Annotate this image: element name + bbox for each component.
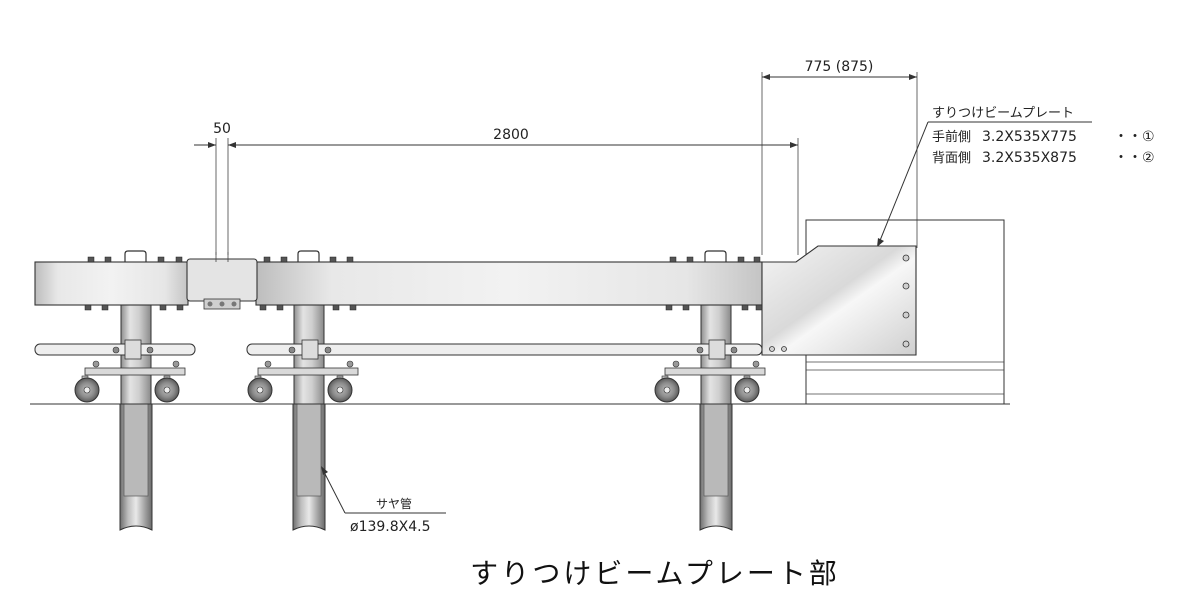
drawing-title: すりつけビームプレート部 <box>470 557 840 590</box>
dimension-gap-text: 50 <box>213 121 231 137</box>
dimension-top-width: 775 (875) <box>761 59 918 255</box>
dimension-span: 2800 <box>228 127 799 255</box>
beam-top-bolts <box>87 256 761 263</box>
sleeve-pipe-1 <box>119 403 153 531</box>
lower-rail-main <box>246 343 763 356</box>
plate-bolt <box>769 346 775 352</box>
plate-note-title: すりつけビームプレート <box>932 106 1074 121</box>
plate-note-back-ref: ・・② <box>1114 150 1155 166</box>
main-beam-left <box>34 261 189 306</box>
sleeve-pipe-3 <box>699 403 733 531</box>
pipe-note-label: サヤ管 <box>376 496 412 511</box>
plate-note-front-label: 手前側 <box>932 129 971 145</box>
dimension-top-width-text: 775 (875) <box>805 59 874 75</box>
transition-beam-plate <box>761 245 917 356</box>
dimension-span-text: 2800 <box>493 127 529 143</box>
caster-set-3 <box>654 360 766 403</box>
plate-bolt <box>902 311 910 319</box>
pipe-note: サヤ管 ø139.8X4.5 <box>321 466 446 535</box>
plate-bolt <box>902 340 910 348</box>
beam-bottom-bolts <box>84 304 763 311</box>
rail-clamps <box>112 339 738 360</box>
plate-bolt <box>781 346 787 352</box>
plate-note-front-spec: 3.2X535X775 <box>982 129 1077 145</box>
caster-set-1 <box>74 360 186 403</box>
main-beam-right <box>255 261 763 306</box>
caster-set-2 <box>247 360 359 403</box>
plate-note-front-ref: ・・① <box>1114 129 1155 145</box>
beam-joint-box <box>186 252 258 310</box>
pipe-note-spec: ø139.8X4.5 <box>350 519 431 535</box>
plate-note: すりつけビームプレート 手前側 3.2X535X775 ・・① 背面側 3.2X… <box>877 106 1155 247</box>
plate-note-back-label: 背面側 <box>932 151 971 166</box>
sleeve-pipe-2 <box>292 403 326 531</box>
beam-handles <box>124 250 727 262</box>
plate-bolt <box>902 254 910 262</box>
plate-bolt <box>902 282 910 290</box>
plate-note-back-spec: 3.2X535X875 <box>982 150 1077 166</box>
dimension-gap: 50 <box>194 121 236 255</box>
